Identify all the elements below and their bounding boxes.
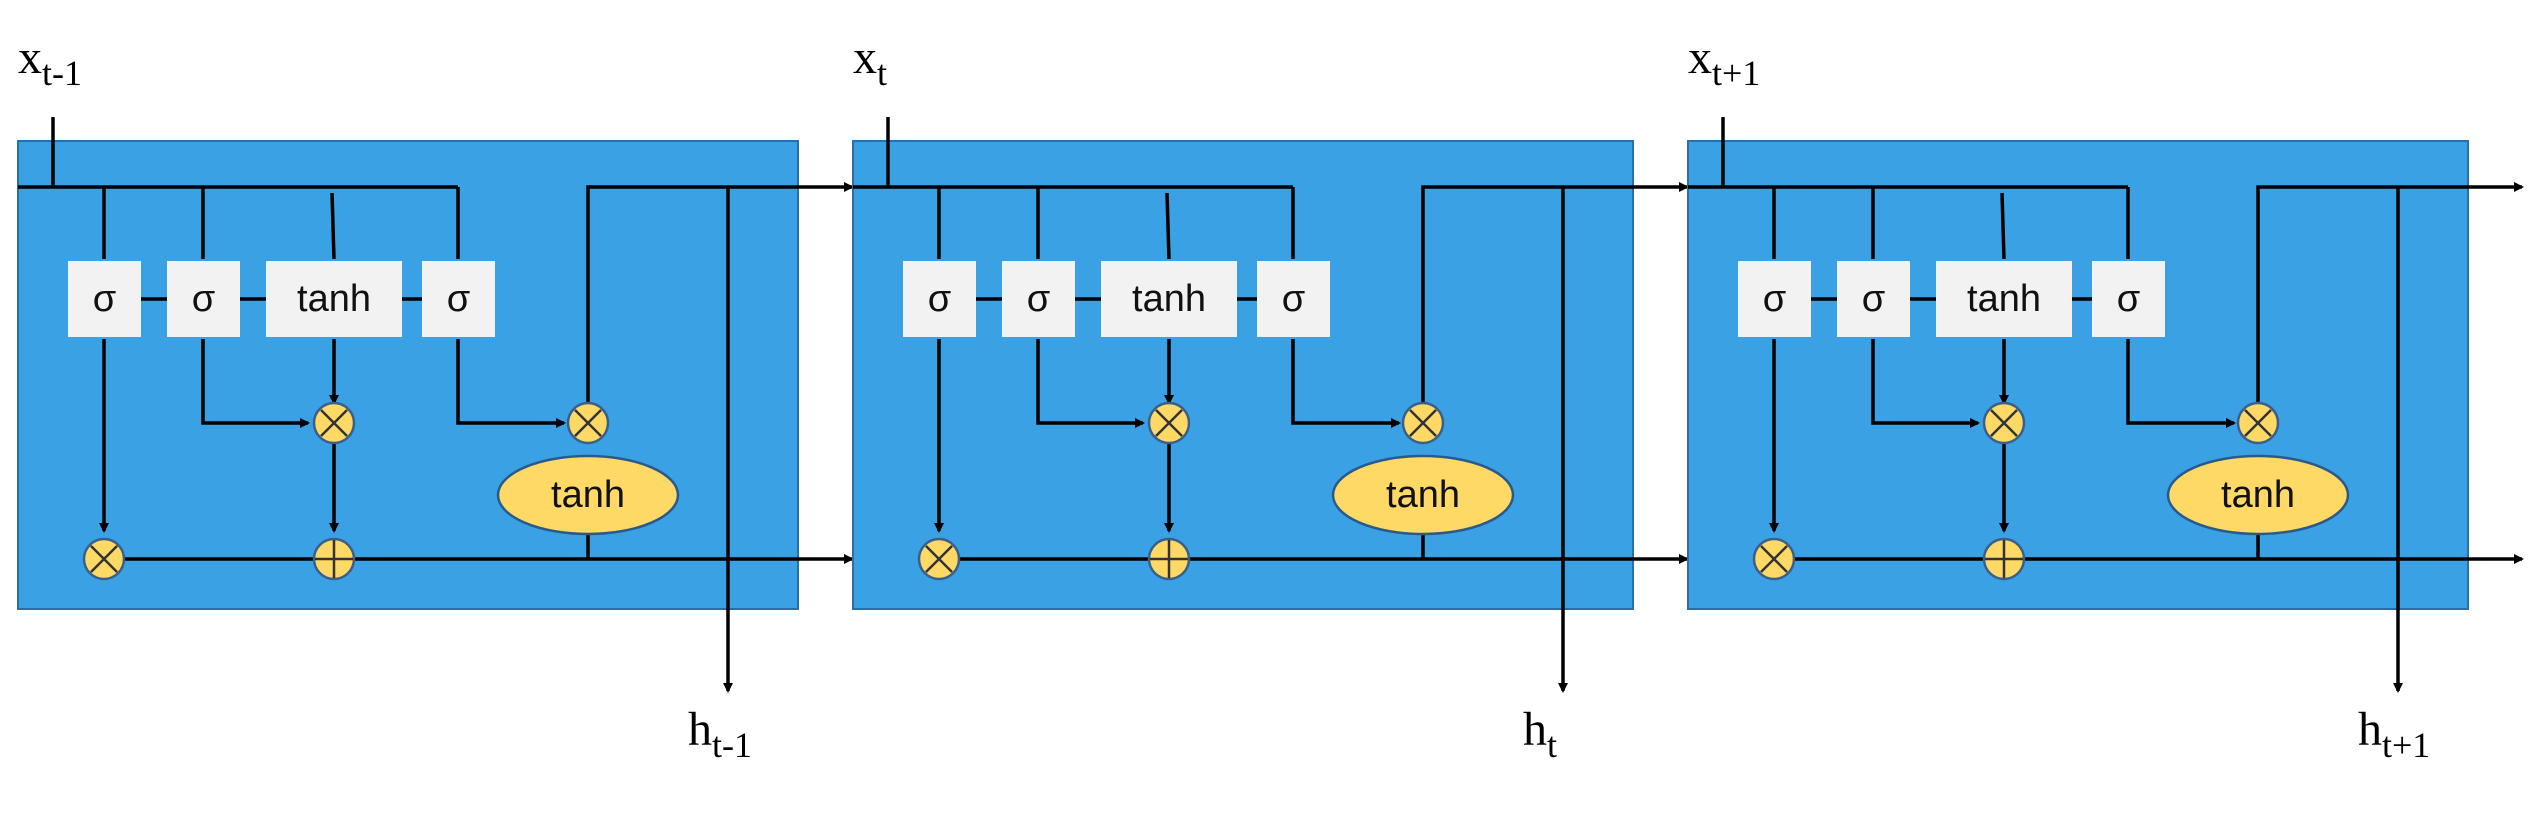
input-label-base: x	[1688, 31, 1712, 84]
output-gate: σ	[1257, 261, 1330, 337]
input-gate-label: σ	[192, 278, 215, 320]
input-gate: σ	[1837, 261, 1910, 337]
candidate-input	[330, 192, 336, 260]
hidden-state-out	[1421, 182, 1689, 443]
cell-tanh: tanh	[496, 454, 680, 536]
output-multiply	[1401, 401, 1445, 445]
forget-gate-label: σ	[1763, 278, 1786, 320]
candidate-gate-label: tanh	[1967, 278, 2041, 320]
cell-tanh: tanh	[2166, 454, 2350, 536]
forget-gate-label: σ	[93, 278, 116, 320]
output-label-base: h	[1523, 703, 1547, 756]
output-label-subscript: t-1	[712, 725, 752, 765]
input-multiply	[1982, 401, 2026, 445]
output-label: ht	[1523, 703, 1557, 765]
output-gate-output	[456, 339, 566, 428]
input-label: xt+1	[1688, 31, 1760, 93]
forget-gate: σ	[903, 261, 976, 337]
cell-box	[852, 140, 1634, 610]
forget-multiply	[917, 537, 961, 581]
candidate-gate-label: tanh	[297, 278, 371, 320]
candidate-input	[1165, 192, 1171, 260]
input-label-subscript: t+1	[1712, 53, 1760, 93]
input-gate-output	[1036, 339, 1145, 428]
cell-add	[312, 537, 356, 581]
cell-tanh-label: tanh	[551, 474, 625, 516]
input-label: xt	[853, 31, 887, 93]
candidate-gate: tanh	[266, 261, 402, 337]
cell-add	[1982, 537, 2026, 581]
input-multiply	[1147, 401, 1191, 445]
cell-tanh: tanh	[1331, 454, 1515, 536]
hidden-state-out	[2256, 182, 2524, 443]
input-gate-output	[1871, 339, 1980, 428]
cell-box	[17, 140, 799, 610]
input-gate-output	[201, 339, 310, 428]
output-gate-label: σ	[2117, 278, 2140, 320]
input-label: xt-1	[18, 31, 82, 93]
output-multiply	[2236, 401, 2280, 445]
input-label-subscript: t-1	[42, 53, 82, 93]
candidate-gate-label: tanh	[1132, 278, 1206, 320]
forget-multiply	[1752, 537, 1796, 581]
candidate-input	[2000, 192, 2006, 260]
output-gate-output	[1291, 339, 1401, 428]
input-label-subscript: t	[877, 53, 887, 93]
output-multiply	[566, 401, 610, 445]
cell-box	[1687, 140, 2469, 610]
input-label-base: x	[18, 31, 42, 84]
candidate-gate: tanh	[1101, 261, 1237, 337]
cell-tanh-label: tanh	[2221, 474, 2295, 516]
forget-gate-label: σ	[928, 278, 951, 320]
input-multiply	[312, 401, 356, 445]
input-gate-label: σ	[1027, 278, 1050, 320]
forget-gate: σ	[68, 261, 141, 337]
output-label: ht-1	[688, 703, 752, 765]
output-label-base: h	[2358, 703, 2382, 756]
output-label-base: h	[688, 703, 712, 756]
hidden-state-out	[586, 182, 854, 443]
output-label-subscript: t+1	[2382, 725, 2430, 765]
input-gate: σ	[1002, 261, 1075, 337]
output-gate: σ	[2092, 261, 2165, 337]
output-gate: σ	[422, 261, 495, 337]
forget-multiply	[82, 537, 126, 581]
input-gate-label: σ	[1862, 278, 1885, 320]
forget-gate: σ	[1738, 261, 1811, 337]
cell-tanh-label: tanh	[1386, 474, 1460, 516]
candidate-gate: tanh	[1936, 261, 2072, 337]
output-gate-label: σ	[447, 278, 470, 320]
input-gate: σ	[167, 261, 240, 337]
output-gate-label: σ	[1282, 278, 1305, 320]
output-label: ht+1	[2358, 703, 2430, 765]
output-gate-output	[2126, 339, 2236, 428]
input-label-base: x	[853, 31, 877, 84]
output-label-subscript: t	[1547, 725, 1557, 765]
cell-add	[1147, 537, 1191, 581]
